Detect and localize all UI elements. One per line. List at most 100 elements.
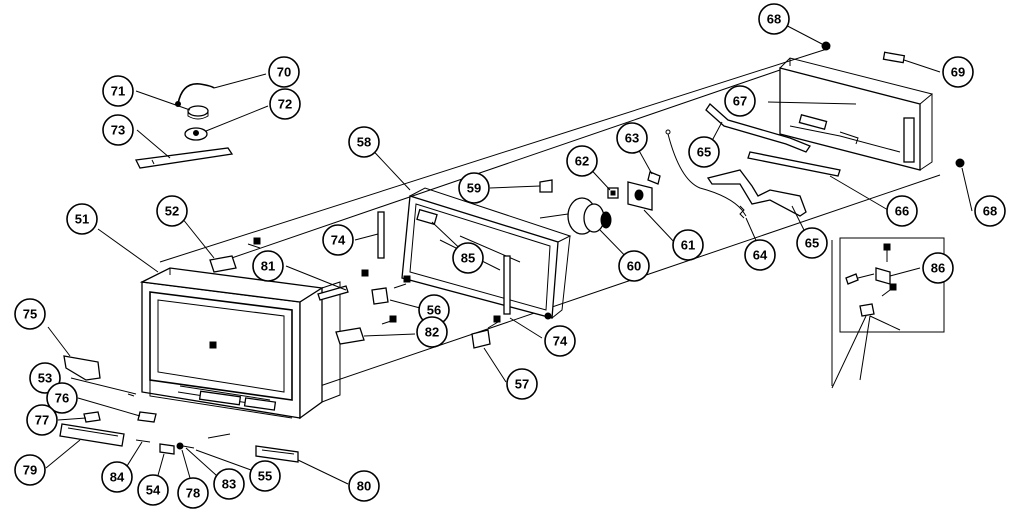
svg-text:58: 58 xyxy=(357,135,371,150)
washer-right xyxy=(955,158,965,168)
svg-text:86: 86 xyxy=(931,261,945,276)
degauss-coil-lower xyxy=(706,169,807,217)
svg-text:60: 60 xyxy=(627,259,641,274)
callout-79: 79 xyxy=(14,454,46,486)
callout-86: 86 xyxy=(922,252,954,284)
svg-text:62: 62 xyxy=(575,154,589,169)
svg-text:51: 51 xyxy=(75,212,89,227)
svg-text:74: 74 xyxy=(331,233,346,248)
svg-text:70: 70 xyxy=(277,65,291,80)
bracket-82 xyxy=(335,315,397,345)
svg-text:65: 65 xyxy=(805,236,819,251)
callout-61: 61 xyxy=(672,229,704,261)
svg-text:63: 63 xyxy=(625,131,639,146)
panel-80 xyxy=(255,445,299,463)
rod-84 xyxy=(135,439,151,443)
callout-55: 55 xyxy=(249,460,281,492)
deflection-yoke xyxy=(539,197,612,235)
cable xyxy=(175,83,215,107)
leader-lines xyxy=(45,19,973,493)
svg-text:80: 80 xyxy=(357,479,371,494)
callout-84: 84 xyxy=(101,461,133,493)
callouts: 51 52 53 54 55 56 57 58 59 60 61 62 63 6… xyxy=(14,3,1006,509)
holder-57 xyxy=(471,315,501,349)
svg-text:54: 54 xyxy=(146,483,161,498)
svg-text:66: 66 xyxy=(895,204,909,219)
svg-text:81: 81 xyxy=(261,259,275,274)
callout-64: 64 xyxy=(744,239,776,271)
callout-52: 52 xyxy=(156,195,188,227)
svg-text:74: 74 xyxy=(553,334,568,349)
degauss-wire xyxy=(665,129,747,219)
svg-text:68: 68 xyxy=(983,204,997,219)
callout-73: 73 xyxy=(102,114,134,146)
bracket-52 xyxy=(209,237,261,273)
callout-74-lower: 74 xyxy=(544,325,576,357)
svg-text:84: 84 xyxy=(110,470,125,485)
bracket-81 xyxy=(317,269,369,301)
callout-59: 59 xyxy=(458,172,490,204)
callout-60: 60 xyxy=(618,250,650,282)
svg-text:76: 76 xyxy=(55,391,69,406)
side-panel-75 xyxy=(63,355,101,381)
button-78 xyxy=(176,442,195,450)
svg-text:57: 57 xyxy=(515,377,529,392)
svg-text:64: 64 xyxy=(753,248,768,263)
svg-text:72: 72 xyxy=(278,97,292,112)
svg-text:79: 79 xyxy=(23,463,37,478)
svg-text:68: 68 xyxy=(767,12,781,27)
strap xyxy=(135,147,234,169)
callout-68-top: 68 xyxy=(758,3,790,35)
svg-text:61: 61 xyxy=(681,238,695,253)
detail-inset-86 xyxy=(831,237,945,389)
svg-text:67: 67 xyxy=(733,94,747,109)
callout-58: 58 xyxy=(348,126,380,158)
callout-76: 76 xyxy=(46,382,78,414)
strip-74-right xyxy=(503,255,511,315)
callout-85: 85 xyxy=(452,242,484,274)
callout-65-upper: 65 xyxy=(688,136,720,168)
button-54 xyxy=(159,443,175,455)
callout-78: 78 xyxy=(177,477,209,509)
callout-57: 57 xyxy=(506,368,538,400)
degauss-coil-upper xyxy=(705,103,811,153)
callout-63: 63 xyxy=(616,122,648,154)
svg-text:71: 71 xyxy=(111,84,125,99)
callout-83: 83 xyxy=(213,468,245,500)
callout-69: 69 xyxy=(942,56,974,88)
front-cabinet xyxy=(139,267,341,420)
strip-74-left xyxy=(377,211,385,259)
svg-text:65: 65 xyxy=(697,145,711,160)
part-53 xyxy=(127,341,217,397)
svg-text:59: 59 xyxy=(467,181,481,196)
clip-59 xyxy=(539,179,553,193)
panel-79 xyxy=(59,423,125,447)
callout-74-upper: 74 xyxy=(322,224,354,256)
crt-socket xyxy=(607,187,619,199)
svg-text:82: 82 xyxy=(425,325,439,340)
rod xyxy=(747,151,841,177)
callout-68-right: 68 xyxy=(974,195,1006,227)
knob xyxy=(184,127,208,141)
part-76 xyxy=(137,411,157,423)
callout-81: 81 xyxy=(252,250,284,282)
svg-text:55: 55 xyxy=(258,469,272,484)
callout-72: 72 xyxy=(269,88,301,120)
clip xyxy=(647,171,661,185)
callout-65-lower: 65 xyxy=(796,227,828,259)
svg-text:69: 69 xyxy=(951,65,965,80)
callout-62: 62 xyxy=(566,145,598,177)
svg-text:52: 52 xyxy=(165,204,179,219)
part-55 xyxy=(207,433,231,439)
callout-71: 71 xyxy=(102,75,134,107)
part-77 xyxy=(83,411,101,423)
rear-frame xyxy=(779,57,934,171)
callout-66: 66 xyxy=(886,195,918,227)
callout-77: 77 xyxy=(26,404,58,436)
svg-text:73: 73 xyxy=(111,123,125,138)
callout-82: 82 xyxy=(416,316,448,348)
neck-board xyxy=(627,181,653,211)
pin xyxy=(882,51,906,64)
callout-54: 54 xyxy=(137,474,169,506)
